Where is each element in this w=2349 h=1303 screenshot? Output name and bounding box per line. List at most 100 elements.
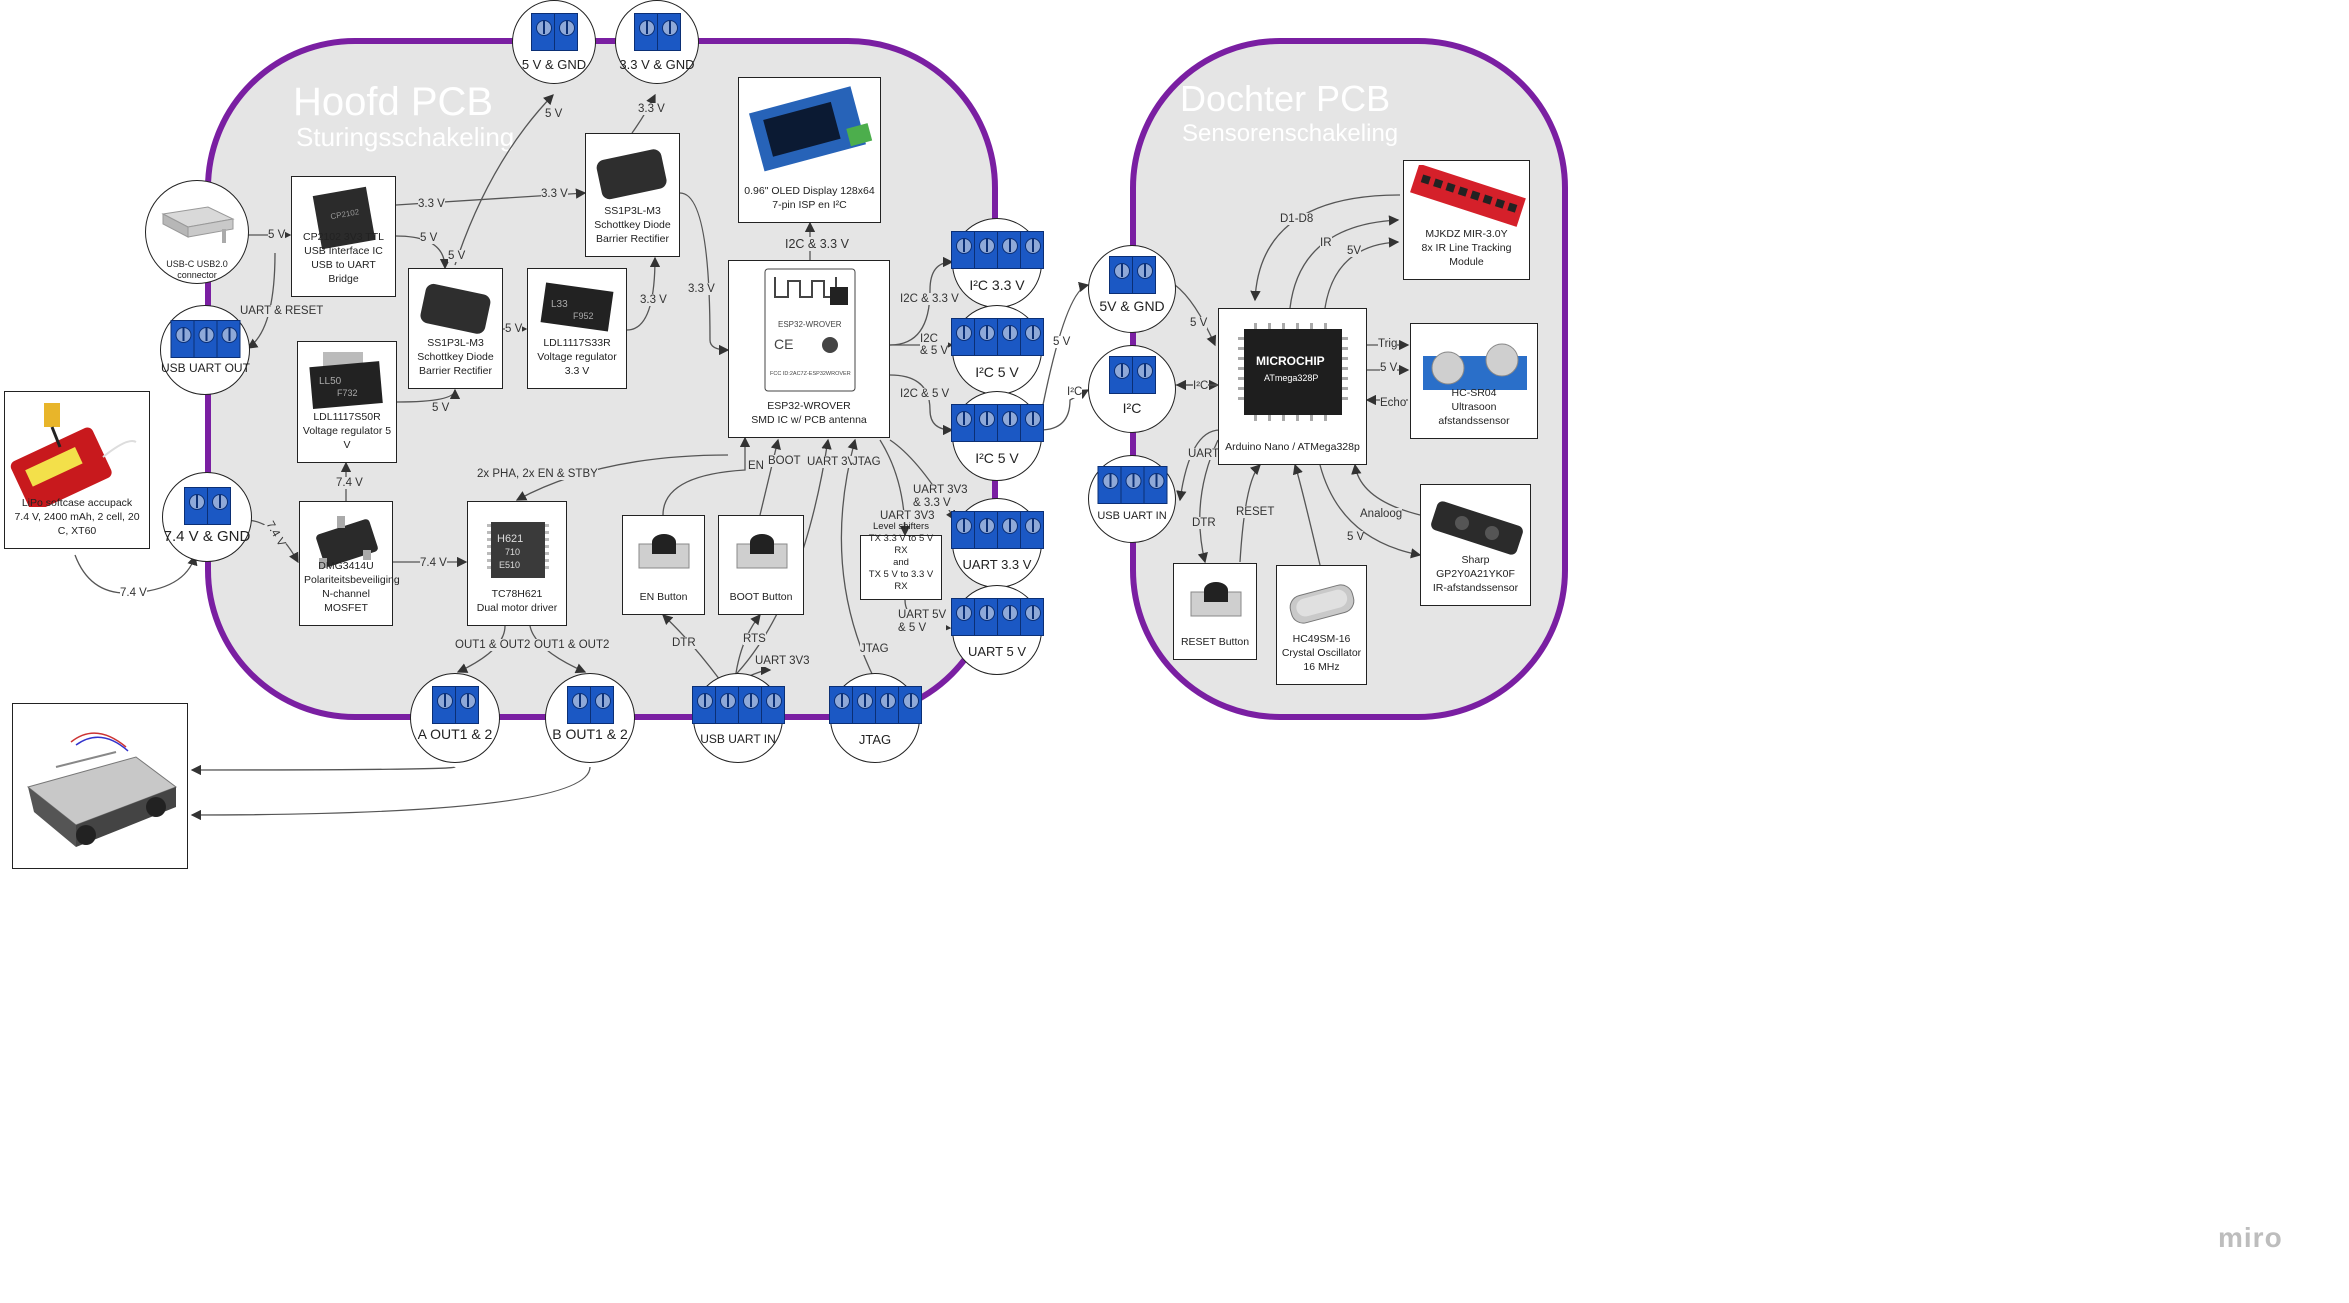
sharp-box: Sharp GP2Y0A21YK0F IR-afstandssensor bbox=[1420, 484, 1531, 606]
terminal-block-2pin bbox=[432, 686, 479, 724]
connector-daughter-5v-gnd-label: 5V & GND bbox=[1099, 298, 1165, 314]
connector-battery-in: 7.4 V & GND bbox=[162, 472, 252, 562]
wire-ss1left-top5v bbox=[454, 94, 554, 266]
wire-usbuart-boot bbox=[734, 613, 761, 681]
ss1-left-box: SS1P3L-M3 Schottkey Diode Barrier Rectif… bbox=[408, 268, 503, 389]
cp2102-chip-image: CP2102 bbox=[312, 186, 376, 250]
svg-text:F732: F732 bbox=[337, 388, 358, 398]
oled-caption: 0.96" OLED Display 128x64 7-pin ISP en I… bbox=[744, 185, 875, 211]
line-tracking-caption: MJKDZ MIR-3.0Y 8x IR Line Tracking Modul… bbox=[1421, 228, 1512, 268]
label-ss1out-5v: 5 V bbox=[505, 323, 523, 335]
wire-esp-i2c5b bbox=[889, 374, 954, 436]
svg-text:H621: H621 bbox=[497, 533, 523, 545]
label-mosfet-74-right: 7.4 V bbox=[420, 557, 447, 569]
label-uart-33-line: UART 3V3 & 3.3 V bbox=[913, 484, 968, 510]
en-button-box[interactable]: EN Button bbox=[622, 515, 705, 615]
ss1-top-box: SS1P3L-M3 Schottkey Diode Barrier Rectif… bbox=[585, 133, 680, 257]
connector-uart-5v: UART 5 V bbox=[951, 585, 1044, 675]
boot-button-image bbox=[736, 534, 788, 569]
connector-top-33v-gnd: 3.3 V & GND bbox=[615, 0, 699, 84]
label-ir: IR bbox=[1320, 237, 1332, 249]
connector-b-out-label: B OUT1 & 2 bbox=[552, 726, 628, 742]
lipo-battery-image bbox=[10, 403, 137, 507]
wire-i2c5b-d5v bbox=[1039, 281, 1090, 421]
connector-uart-33v-label: UART 3.3 V bbox=[962, 557, 1032, 572]
svg-text:F952: F952 bbox=[573, 311, 594, 321]
wire-usbc-usb-uart-out bbox=[246, 252, 276, 349]
terminal-block-2pin bbox=[1109, 356, 1156, 394]
terminal-block-2pin bbox=[567, 686, 614, 724]
label-d-i2c-arduino: I²C bbox=[1193, 380, 1209, 392]
svg-text:710: 710 bbox=[505, 547, 520, 557]
label-cp-33v: 3.3 V bbox=[418, 198, 445, 210]
wire-boot-esp bbox=[759, 438, 781, 516]
connector-i2c-5v-b-label: I²C 5 V bbox=[975, 450, 1019, 466]
crystal-box: HC49SM-16 Crystal Oscillator 16 MHz bbox=[1276, 565, 1367, 685]
connector-usb-uart-in: USB UART IN bbox=[692, 673, 785, 763]
terminal-block-4pin bbox=[951, 318, 1044, 356]
label-sharp-5v: 5 V bbox=[1347, 531, 1365, 543]
label-ldl50-5v: 5 V bbox=[432, 402, 450, 414]
daughter-pcb-subtitle: Sensorenschakeling bbox=[1182, 120, 1399, 147]
usbc-connector: USB-C USB2.0 connector bbox=[145, 180, 249, 284]
connector-uart-33v: UART 3.3 V bbox=[951, 498, 1044, 588]
connector-daughter-i2c-label: I²C bbox=[1122, 400, 1142, 416]
wire-esp-motor bbox=[515, 454, 729, 501]
wire-bout-tank bbox=[190, 766, 591, 821]
label-mid-33v: 3.3 V bbox=[541, 188, 568, 200]
svg-text:E510: E510 bbox=[499, 560, 520, 570]
label-esp-33v: 3.3 V bbox=[688, 283, 715, 295]
boot-button-box[interactable]: BOOT Button bbox=[718, 515, 804, 615]
connector-daughter-usb-uart-in: USB UART IN bbox=[1088, 455, 1176, 543]
wire-arduino-sharp bbox=[1319, 464, 1422, 559]
label-usbc-5v: 5 V bbox=[268, 229, 286, 241]
terminal-block-4pin bbox=[829, 686, 922, 724]
usbc-connector-image bbox=[161, 206, 235, 243]
oled-image bbox=[749, 86, 873, 172]
label-bridge-5v: 5 V bbox=[1053, 336, 1071, 348]
label-echo: Echo bbox=[1380, 397, 1407, 409]
lipo-battery-box: LiPo softcase accupack 7.4 V, 2400 mAh, … bbox=[4, 391, 150, 549]
line-tracking-image bbox=[1410, 165, 1526, 227]
ss1-top-caption: SS1P3L-M3 Schottkey Diode Barrier Rectif… bbox=[594, 205, 671, 245]
ss1-left-diode-image bbox=[420, 283, 491, 334]
label-bridge-i2c: I²C bbox=[1067, 386, 1083, 398]
label-d1d8: D1-D8 bbox=[1280, 213, 1314, 225]
cp2102-box: CP2102 CP2102 3V3 TTL USB Interface IC U… bbox=[291, 176, 396, 297]
en-button-caption: EN Button bbox=[639, 591, 688, 603]
ldl33-regulator-image: L33 F952 bbox=[540, 282, 614, 332]
crystal-image bbox=[1289, 584, 1355, 624]
ldl33-box: L33 F952 LDL1117S33R Voltage regulator 3… bbox=[527, 268, 627, 389]
wire-ss1top-esp bbox=[679, 192, 730, 356]
daughter-pcb-title: Dochter PCB bbox=[1180, 78, 1391, 119]
label-uart3v3-ls: UART 3V3 bbox=[880, 510, 935, 522]
motor-driver-chip-image: H621 710 E510 bbox=[487, 522, 549, 578]
label-usbc-uart: UART & RESET bbox=[240, 305, 324, 317]
crystal-caption: HC49SM-16 Crystal Oscillator 16 MHz bbox=[1281, 633, 1362, 673]
connector-i2c-5v-b: I²C 5 V bbox=[951, 391, 1044, 481]
label-motor-ctrl: 2x PHA, 2x EN & STBY bbox=[477, 468, 598, 480]
connector-battery-in-label: 7.4 V & GND bbox=[163, 528, 251, 545]
reset-button-box[interactable]: RESET Button bbox=[1173, 563, 1257, 660]
atmega-chip-image: MICROCHIP ATmega328P bbox=[1238, 323, 1348, 421]
connector-usb-uart-in-label: USB UART IN bbox=[700, 732, 776, 746]
label-batt-74-bottom: 7.4 V bbox=[120, 587, 147, 599]
label-analoog: Analoog bbox=[1360, 508, 1403, 520]
ldl50-regulator-image: LL50 F732 bbox=[309, 352, 383, 410]
wire-arduino-uart bbox=[1176, 429, 1221, 502]
ldl50-box: LL50 F732 LDL1117S50R Voltage regulator … bbox=[297, 341, 397, 463]
label-out-a: OUT1 & OUT2 bbox=[455, 639, 531, 651]
label-dtr: DTR bbox=[672, 637, 696, 649]
cp2102-caption: CP2102 3V3 TTL USB Interface IC USB to U… bbox=[303, 231, 384, 285]
label-esp-i2c5-1: I2C & 5 V bbox=[920, 333, 949, 357]
label-boot: BOOT bbox=[768, 455, 801, 467]
connector-a-out-label: A OUT1 & 2 bbox=[417, 726, 493, 742]
ss1-top-diode-image bbox=[596, 149, 667, 200]
label-out-b: OUT1 & OUT2 bbox=[534, 639, 610, 651]
terminal-block-2pin bbox=[184, 487, 231, 525]
esp32-module-image: ESP32-WROVER CE FCC ID:2AC7Z-ESP32WROVER bbox=[764, 268, 856, 392]
arduino-caption: Arduino Nano / ATMega328p bbox=[1225, 441, 1360, 453]
connector-uart-5v-label: UART 5 V bbox=[967, 644, 1027, 659]
wire-resetbtn-arduino bbox=[1239, 464, 1261, 563]
label-ss1top-33v: 3.3 V bbox=[640, 294, 667, 306]
